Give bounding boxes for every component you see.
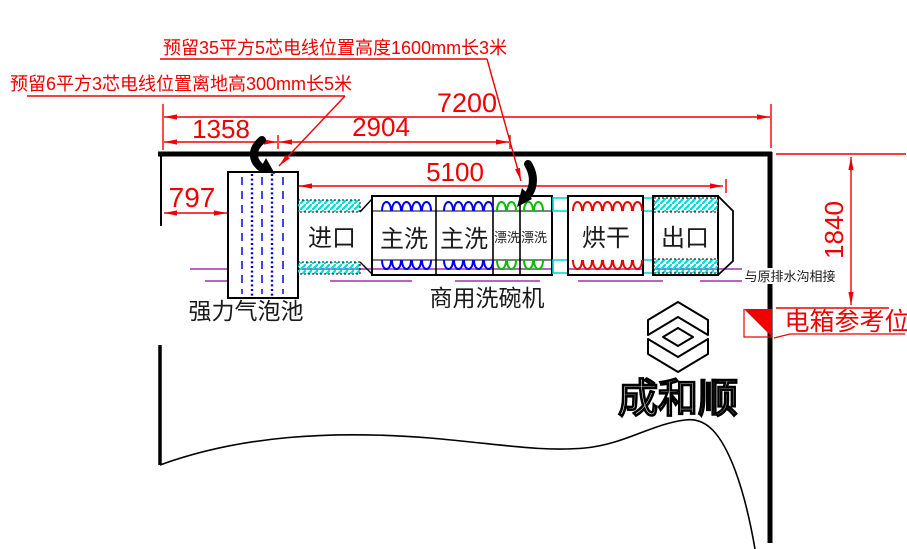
brand-logo: 成和顺 xyxy=(617,301,739,422)
wash-box-outline xyxy=(371,195,553,276)
electric-box-leader xyxy=(773,333,905,339)
machine-label: 商用洗碗机 xyxy=(430,285,545,311)
dimension-text-1358: 1358 xyxy=(192,114,250,144)
section-label-rinse-2: 漂洗 xyxy=(521,230,547,245)
cable-position-arrowhead-rinse xyxy=(517,188,532,207)
dishwasher-machine: 进口 主洗 主洗 漂洗 漂洗 烘干 出口 商用洗碗机 xyxy=(297,195,734,311)
exit-box-outline xyxy=(652,195,719,276)
dimension-wall-to-pool: 797 xyxy=(164,182,227,216)
leader-cable-6mm xyxy=(278,95,346,167)
exit-hatch-top xyxy=(653,197,719,213)
drain-connection-note: 与原排水沟相接 xyxy=(742,268,838,284)
dimension-cable-offsets: 1358 2904 xyxy=(164,112,511,149)
dimension-total-width: 7200 xyxy=(162,88,772,150)
rinse-coil-symbols xyxy=(496,201,544,270)
exit-hatch-bottom xyxy=(653,258,719,274)
drain-note-text: 与原排水沟相接 xyxy=(744,269,835,284)
section-label-rinse-1: 漂洗 xyxy=(494,230,520,245)
wash-coil-symbols xyxy=(381,201,494,270)
section-label-dryer: 烘干 xyxy=(582,225,630,252)
leader-cable-35mm xyxy=(486,58,522,182)
dryer-box-outline xyxy=(567,195,644,276)
dimension-text-1840: 1840 xyxy=(819,201,849,259)
exit-end-cap xyxy=(717,195,734,276)
entrance-connector-top xyxy=(359,198,373,213)
dimension-wall-depth: 1840 xyxy=(776,153,906,309)
section-label-exit: 出口 xyxy=(661,225,709,252)
dry-coil-symbols xyxy=(572,201,643,270)
entrance-hatch-top xyxy=(297,199,361,213)
pool-dashed-lines xyxy=(241,177,284,294)
dimension-machine-length: 5100 xyxy=(299,157,727,193)
electric-box-marker: 电箱参考位 xyxy=(743,308,907,339)
section-label-mainwash-2: 主洗 xyxy=(440,226,488,253)
dimension-text-5100: 5100 xyxy=(426,157,484,187)
electric-box-label: 电箱参考位 xyxy=(784,308,907,336)
floor-break-curve xyxy=(159,418,756,549)
entrance-hatch-bottom xyxy=(297,261,361,275)
section-label-entrance: 进口 xyxy=(308,225,356,252)
cable-notes: 预留35平方5芯电线位置高度1600mm长3米 预留6平方3芯电线位置离地高30… xyxy=(10,38,522,182)
entrance-connector-bottom xyxy=(359,261,373,275)
room-walls xyxy=(158,151,773,549)
logo-s-icon xyxy=(647,301,709,373)
dimension-text-7200: 7200 xyxy=(437,88,497,118)
dimension-text-2904: 2904 xyxy=(352,112,410,142)
section-label-mainwash-1: 主洗 xyxy=(380,226,428,253)
dimensions: 7200 1358 2904 5100 797 xyxy=(162,88,906,309)
drain-note-backdrop xyxy=(742,268,838,284)
bubble-pool: 强力气泡池 xyxy=(189,171,304,324)
note-cable-6mm: 预留6平方3芯电线位置离地高300mm长5米 xyxy=(10,74,352,94)
cable-position-arrowhead-pool xyxy=(259,158,275,174)
hand-drawn-arrows xyxy=(249,136,537,207)
dimension-text-797: 797 xyxy=(169,182,216,213)
electric-box-triangle xyxy=(744,309,772,337)
cable-position-arrow-pool xyxy=(249,136,267,173)
brand-name: 成和顺 xyxy=(618,377,738,421)
pool-dotted-lines xyxy=(250,174,274,296)
electric-box-outline xyxy=(743,309,772,338)
pool-label: 强力气泡池 xyxy=(189,298,304,324)
note-cable-35mm: 预留35平方5芯电线位置高度1600mm长3米 xyxy=(163,38,507,58)
